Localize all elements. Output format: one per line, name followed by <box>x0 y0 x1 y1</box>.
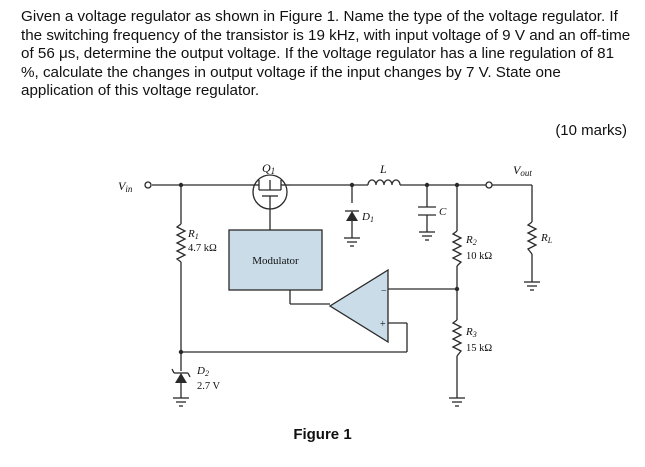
modulator-block: Modulator <box>228 229 323 291</box>
opamp-plus-label: + <box>380 319 386 330</box>
r2-label: R2 <box>465 234 477 247</box>
resistor-r1 <box>175 223 187 263</box>
junction-dots <box>178 182 460 355</box>
opamp-minus-label: − <box>381 286 387 297</box>
component-labels: Vin Vout Q1 L D1 C R1 4.7 kΩ R2 10 kΩ R3… <box>118 161 553 392</box>
vout-label: Vout <box>513 163 532 178</box>
ground-symbols <box>173 231 540 407</box>
q1-label: Q1 <box>262 161 275 176</box>
question-text: Given a voltage regulator as shown in Fi… <box>21 8 631 100</box>
r2-value: 10 kΩ <box>466 251 492 262</box>
diode-d1 <box>345 210 359 221</box>
terminals <box>144 181 493 189</box>
figure-caption: Figure 1 <box>293 426 352 443</box>
vin-label: Vin <box>118 179 133 194</box>
op-amp: − + <box>328 268 389 344</box>
resistor-r2 <box>451 230 463 267</box>
capacitor-c <box>418 206 436 216</box>
c-label: C <box>439 206 447 218</box>
wires <box>152 184 533 398</box>
rl-label: RL <box>540 232 553 245</box>
r1-label: R1 <box>187 228 199 241</box>
resistor-rl <box>526 221 538 255</box>
r1-value: 4.7 kΩ <box>188 243 217 254</box>
modulator-label: Modulator <box>252 255 299 267</box>
r3-label: R3 <box>465 326 477 339</box>
inductor-l <box>367 179 401 186</box>
d2-value: 2.7 V <box>197 381 221 392</box>
resistor-r3 <box>451 319 463 357</box>
d1-label: D1 <box>361 211 374 224</box>
r3-value: 15 kΩ <box>466 343 492 354</box>
transistor-q1 <box>250 174 291 210</box>
l-label: L <box>379 162 387 176</box>
marks-label: (10 marks) <box>555 122 627 139</box>
d2-label: D2 <box>196 365 209 378</box>
zener-d2 <box>171 368 191 383</box>
